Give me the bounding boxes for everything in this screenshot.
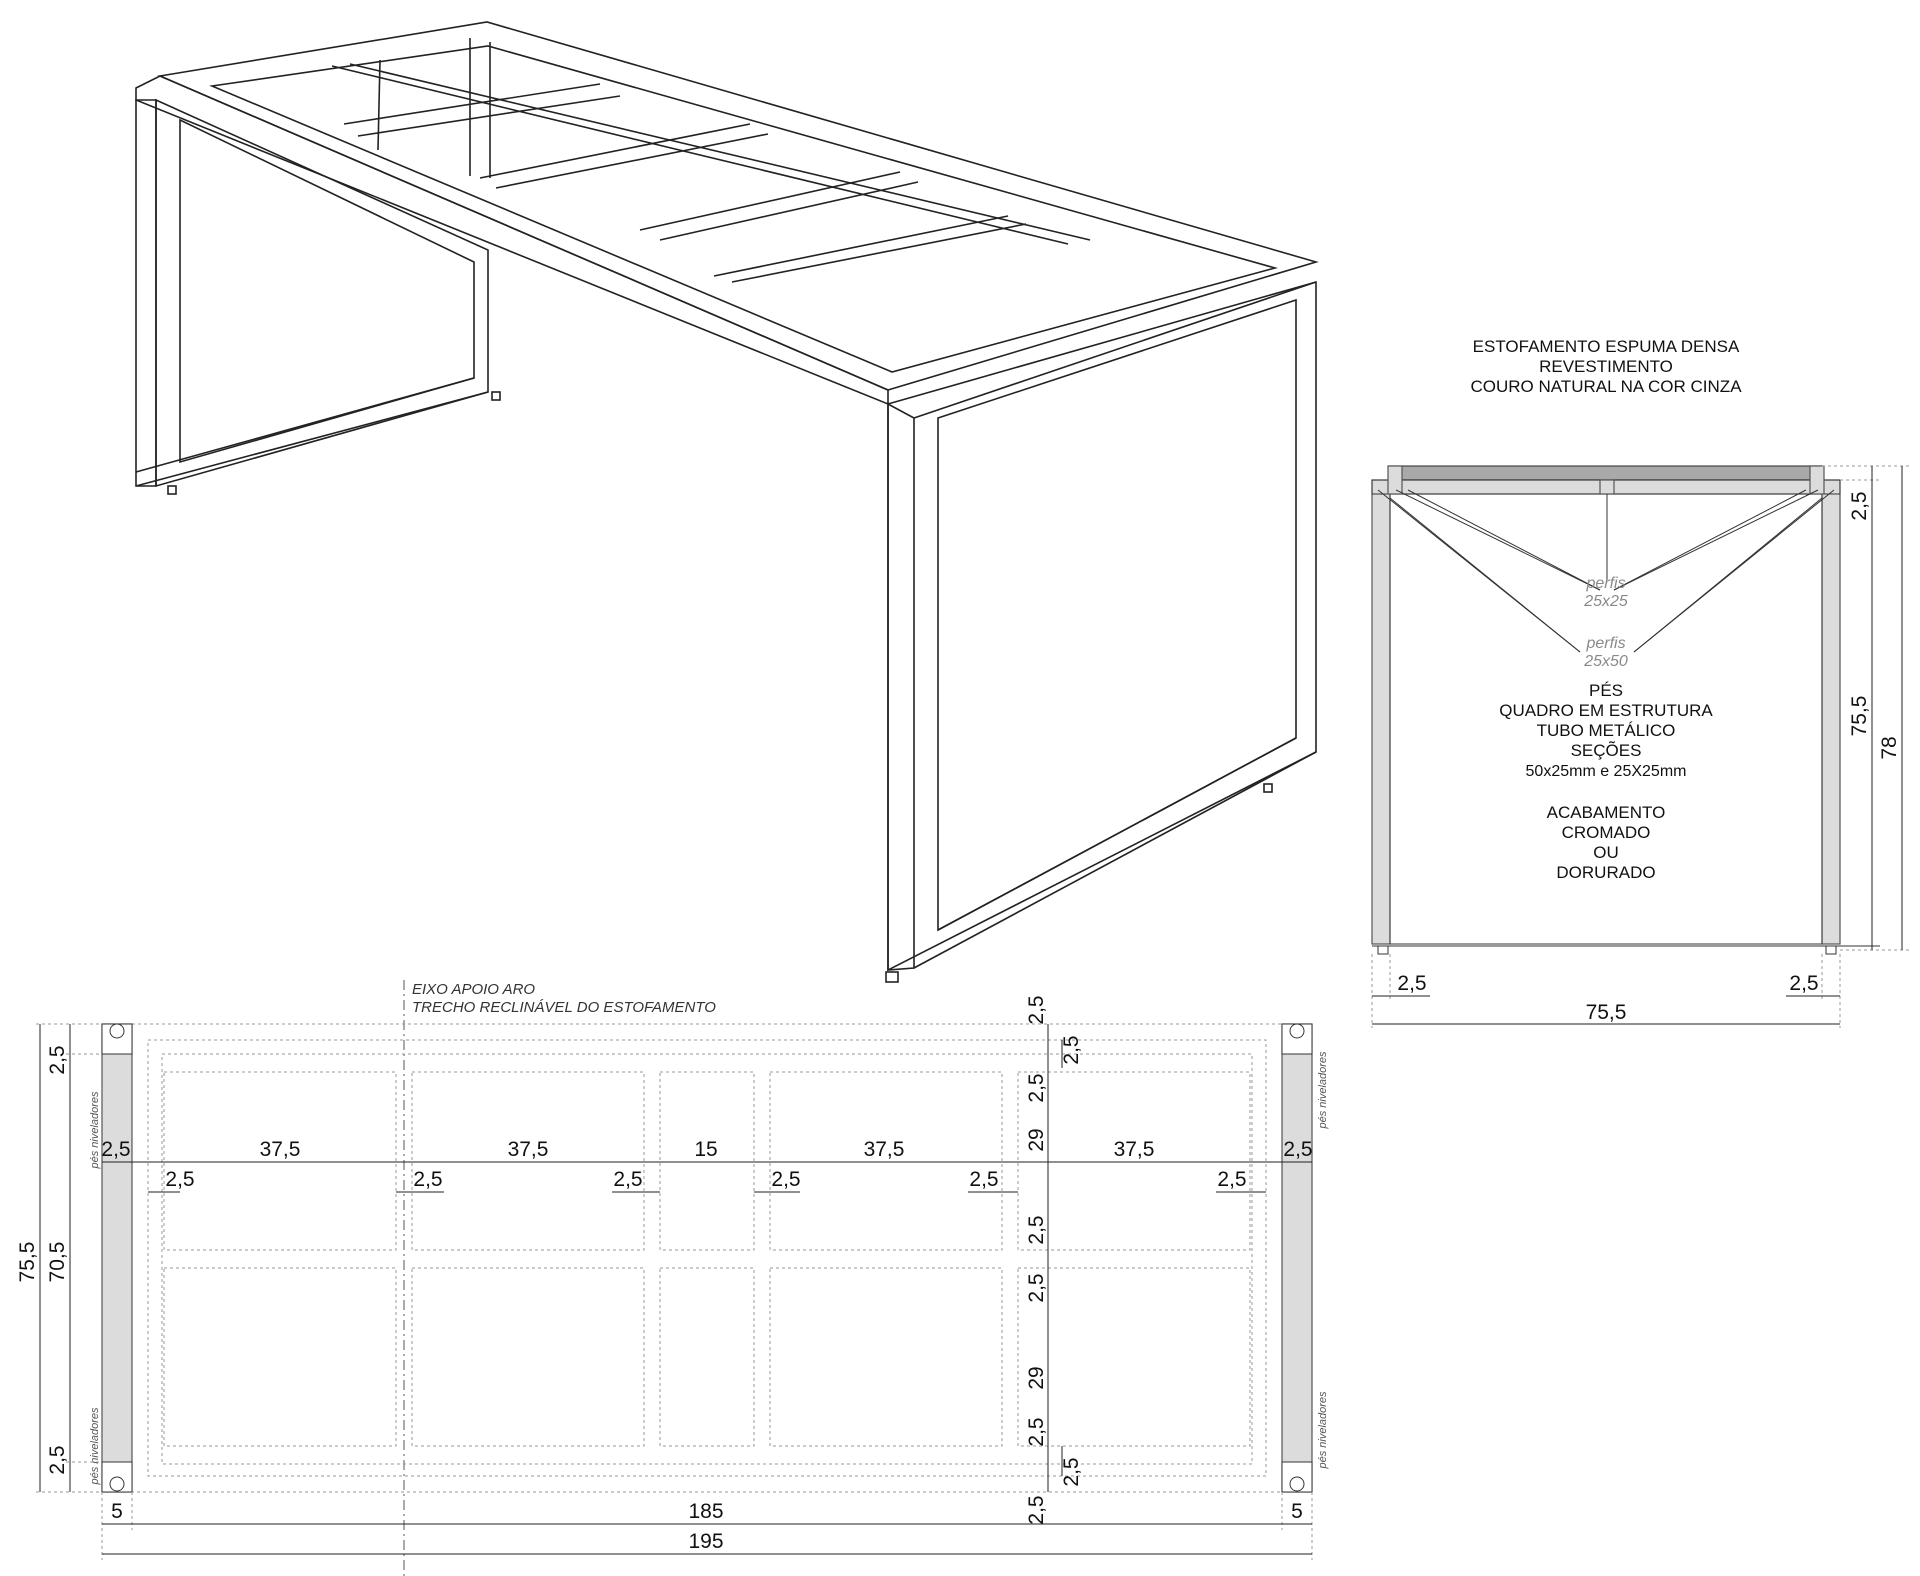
seat-cushion xyxy=(1389,465,1823,481)
section-legs-height-dim: 75,5 xyxy=(1848,696,1871,737)
leveling-foot-icon xyxy=(1289,1023,1305,1039)
leveling-feet-label: pés niveladores xyxy=(1317,1051,1329,1130)
plan-end-right-dim: 5 xyxy=(1291,1500,1303,1523)
right-end-rail xyxy=(1281,1023,1313,1493)
plan-view: EIXO APOIO ARO TRECHO RECLINÁVEL DO ESTO… xyxy=(16,980,1329,1576)
plan-inner-depth-dim: 70,5 xyxy=(46,1242,69,1283)
plan-total-width-dim: 195 xyxy=(688,1530,723,1553)
plan-bay-3-dim: 15 xyxy=(694,1138,717,1161)
plan-v-gap-dim: 2,5 xyxy=(1025,1215,1048,1244)
leveling-foot-icon xyxy=(109,1476,125,1492)
isometric-table-view xyxy=(135,21,1319,983)
structure-note-1: PÉS xyxy=(1589,681,1623,700)
plan-v-edge-dim: 2,5 xyxy=(1025,1495,1048,1524)
plan-v-gap-dim: 2,5 xyxy=(1060,1457,1083,1486)
plan-gap-dim: 2,5 xyxy=(413,1168,442,1191)
left-leg-section xyxy=(1371,479,1391,945)
upholstery-note-1: ESTOFAMENTO ESPUMA DENSA xyxy=(1473,337,1740,356)
plan-bay-5-dim: 37,5 xyxy=(1114,1138,1155,1161)
plan-bay-height-dim: 29 xyxy=(1025,1366,1048,1389)
finish-note-3: OU xyxy=(1593,843,1619,862)
upholstery-note-3: COURO NATURAL NA COR CINZA xyxy=(1470,377,1742,396)
axis-note-1: EIXO APOIO ARO xyxy=(412,981,535,998)
section-leg-right-dim: 2,5 xyxy=(1789,972,1818,995)
plan-edge-right-dim: 2,5 xyxy=(1283,1138,1312,1161)
finish-note-1: ACABAMENTO xyxy=(1547,803,1666,822)
plan-gap-dim: 2,5 xyxy=(1217,1168,1246,1191)
plan-v-edge-dim: 2,5 xyxy=(1025,995,1048,1024)
plan-edge-left-dim: 2,5 xyxy=(101,1138,130,1161)
plan-left-edge-dim: 2,5 xyxy=(46,1445,69,1474)
plan-gap-dim: 2,5 xyxy=(613,1168,642,1191)
left-end-rail xyxy=(101,1023,133,1493)
plan-inner-width-dim: 185 xyxy=(688,1500,723,1523)
profile-25x25-label: perfis xyxy=(1585,575,1625,592)
leveling-foot-icon xyxy=(1289,1476,1305,1492)
plan-total-depth-dim: 75,5 xyxy=(16,1242,39,1283)
leveling-feet-label: pés niveladores xyxy=(1317,1391,1329,1470)
plan-v-gap-dim: 2,5 xyxy=(1025,1417,1048,1446)
plan-bay-1-dim: 37,5 xyxy=(260,1138,301,1161)
plan-left-edge-dim: 2,5 xyxy=(46,1045,69,1074)
plan-end-left-dim: 5 xyxy=(111,1500,123,1523)
plan-gap-dim: 2,5 xyxy=(969,1168,998,1191)
axis-note-2: TRECHO RECLINÁVEL DO ESTOFAMENTO xyxy=(412,999,716,1016)
plan-v-gap-dim: 2,5 xyxy=(1025,1273,1048,1302)
plan-v-gap-dim: 2,5 xyxy=(1025,1073,1048,1102)
structure-note-3: TUBO METÁLICO xyxy=(1537,721,1676,740)
plan-gap-dim: 2,5 xyxy=(165,1168,194,1191)
section-width-dim: 75,5 xyxy=(1586,1001,1627,1024)
section-total-height-dim: 78 xyxy=(1878,736,1901,759)
leveling-feet-label: pés niveladores xyxy=(89,1091,101,1170)
structure-note-2: QUADRO EM ESTRUTURA xyxy=(1499,701,1713,720)
leveling-feet-label: pés niveladores xyxy=(89,1407,101,1486)
section-leg-left-dim: 2,5 xyxy=(1397,972,1426,995)
profile-25x25-size: 25x25 xyxy=(1583,593,1628,610)
finish-note-4: DORURADO xyxy=(1556,863,1655,882)
right-leg-section xyxy=(1821,479,1841,945)
plan-bay-2-dim: 37,5 xyxy=(508,1138,549,1161)
structure-note-5: 50x25mm e 25X25mm xyxy=(1526,763,1687,780)
plan-gap-dim: 2,5 xyxy=(771,1168,800,1191)
plan-v-gap-dim: 2,5 xyxy=(1060,1035,1083,1064)
plan-bay-height-dim: 29 xyxy=(1025,1128,1048,1151)
leveling-foot-icon xyxy=(109,1023,125,1039)
profile-25x50-label: perfis xyxy=(1585,635,1625,652)
plan-bay-4-dim: 37,5 xyxy=(864,1138,905,1161)
upholstery-note-2: REVESTIMENTO xyxy=(1539,357,1673,376)
profile-25x50-size: 25x50 xyxy=(1583,653,1628,670)
structure-note-4: SEÇÕES xyxy=(1571,741,1642,760)
section-view: ESTOFAMENTO ESPUMA DENSA REVESTIMENTO CO… xyxy=(1371,337,1910,1028)
finish-note-2: CROMADO xyxy=(1562,823,1651,842)
section-top-dim: 2,5 xyxy=(1848,491,1871,520)
